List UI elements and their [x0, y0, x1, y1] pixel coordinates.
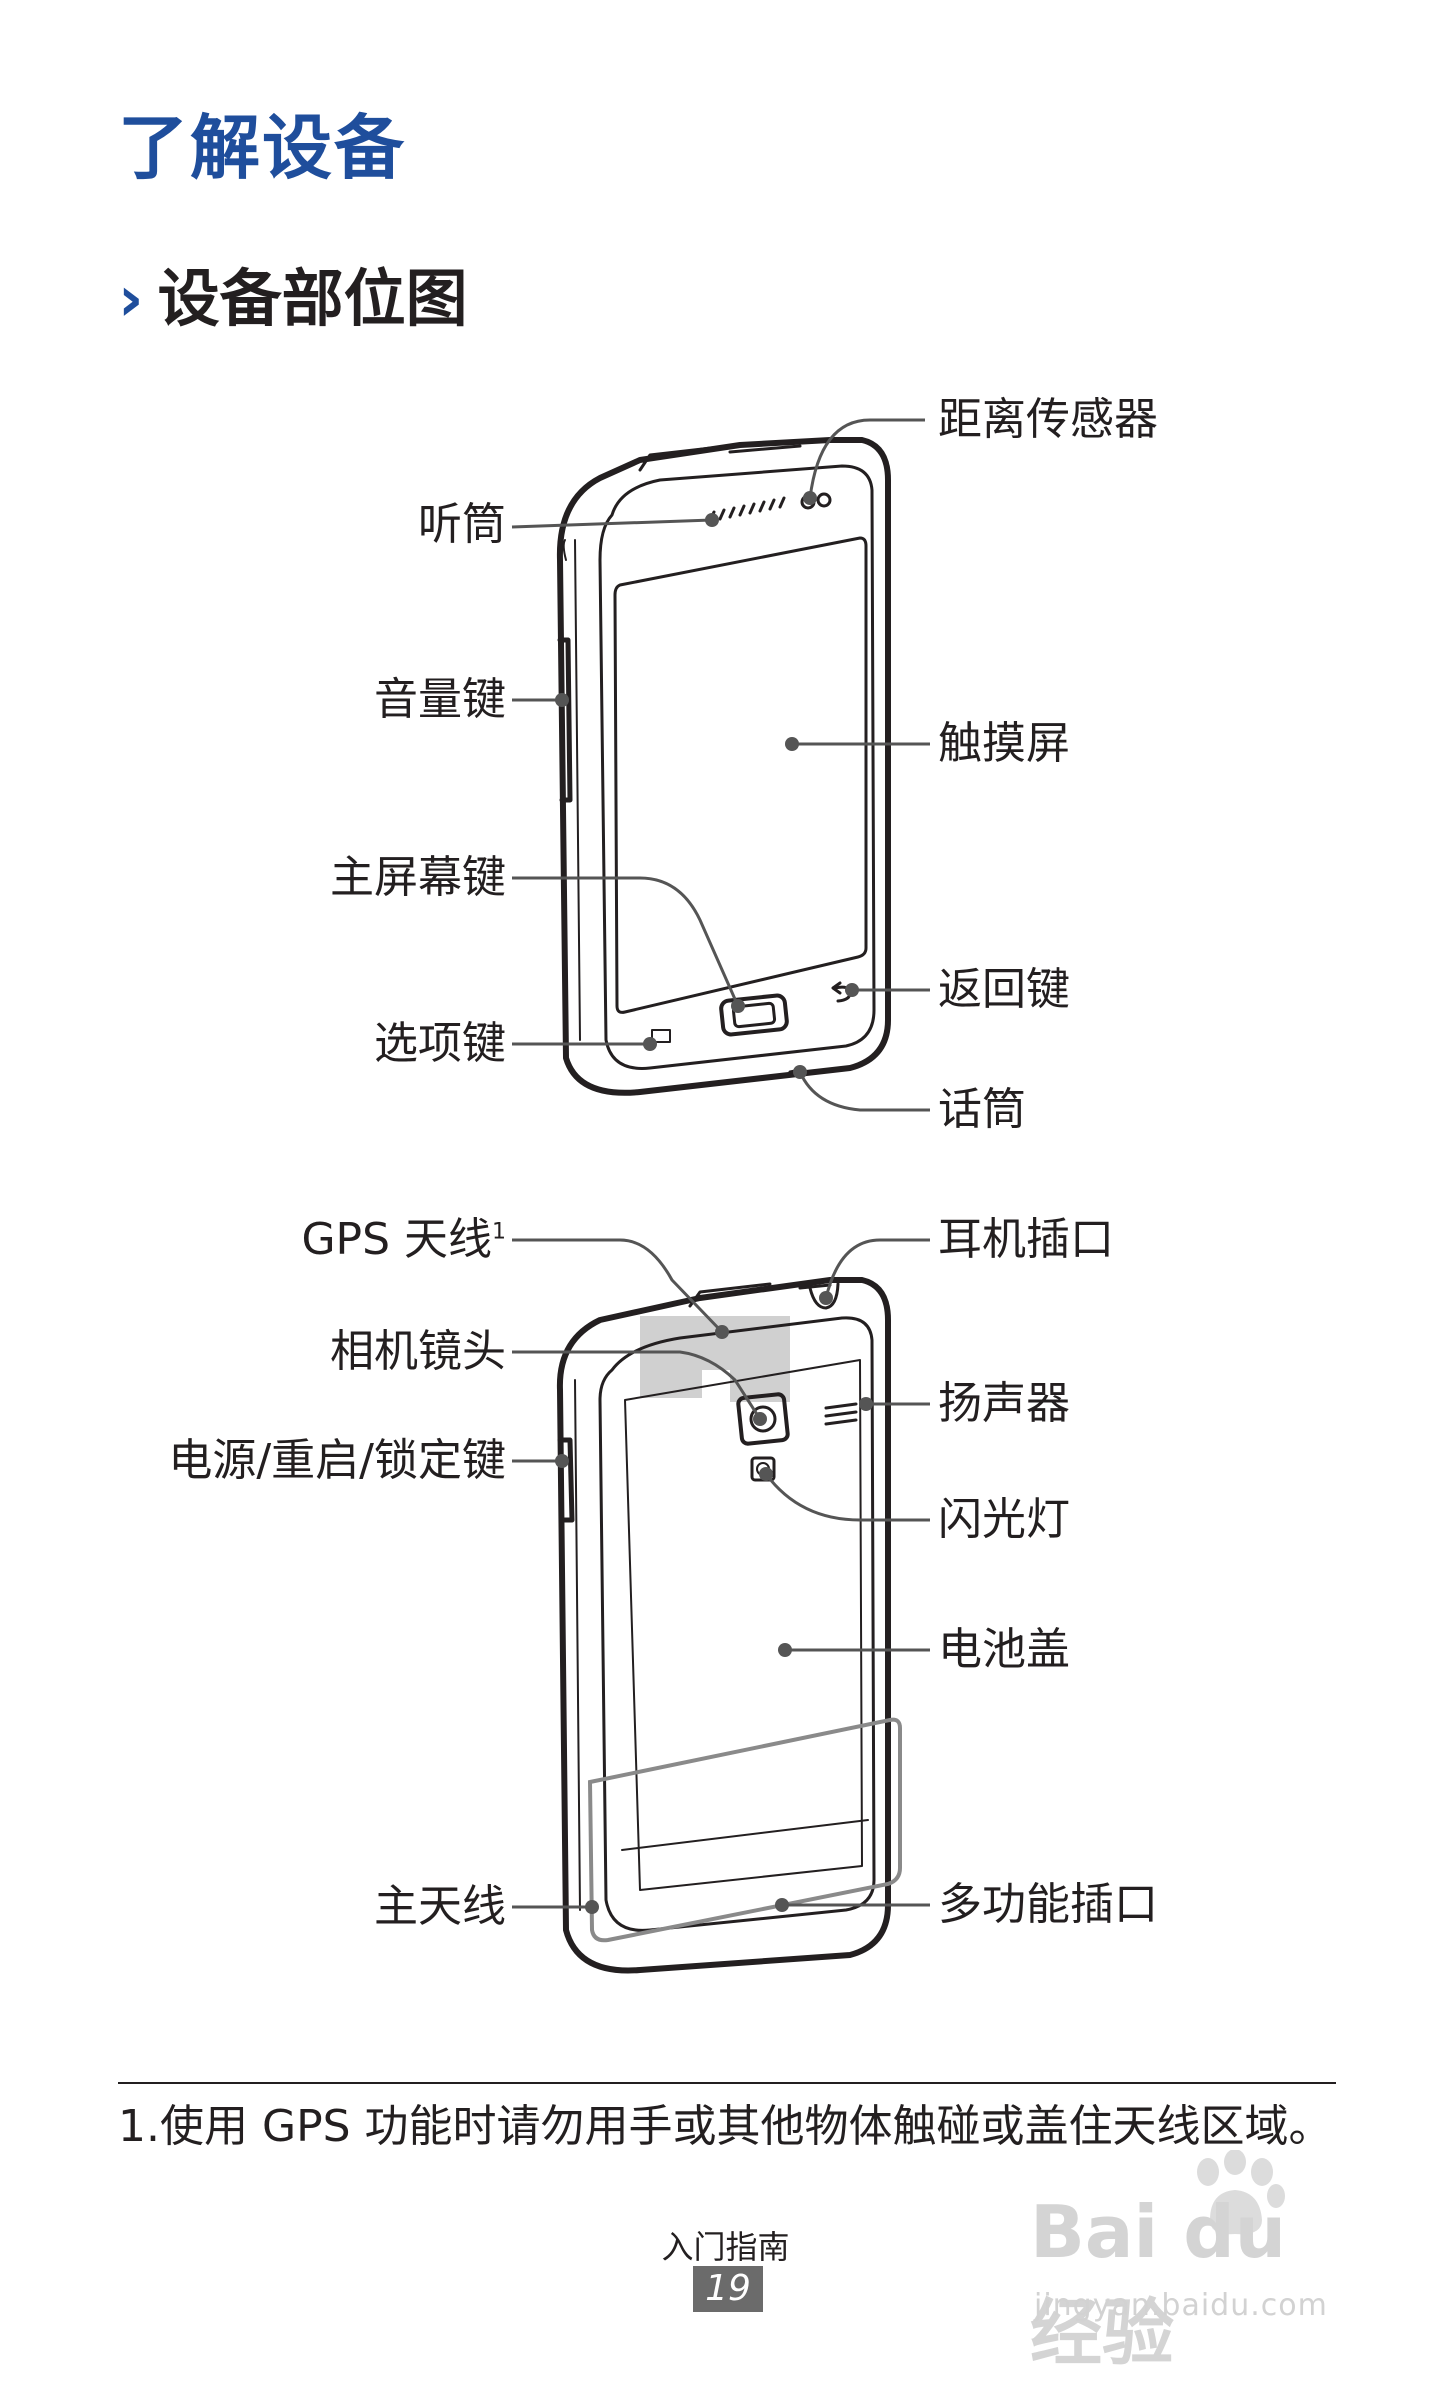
earpiece-grill [708, 496, 786, 523]
front-callout-dots [555, 491, 859, 1079]
label-gps-antenna-text: GPS 天线 [301, 1214, 492, 1265]
label-volume-key: 音量键 [374, 674, 506, 725]
paw-icon [1197, 2150, 1285, 2235]
label-headset-jack: 耳机插口 [938, 1214, 1114, 1265]
label-proximity-sensor: 距离传感器 [938, 394, 1158, 445]
label-flash: 闪光灯 [938, 1494, 1070, 1545]
label-multifunction-jack: 多功能插口 [938, 1879, 1158, 1930]
watermark-url: jingyan.baidu.com [1034, 2288, 1328, 2323]
label-gps-antenna: GPS 天线1 [200, 1218, 506, 1262]
watermark-brand: Bai du 经验 [1030, 2190, 1287, 2375]
label-main-antenna: 主天线 [374, 1881, 506, 1932]
label-speaker: 扬声器 [938, 1378, 1070, 1429]
page-number: 19 [693, 2266, 763, 2312]
label-menu-key: 选项键 [374, 1018, 506, 1069]
label-power-key: 电源/重启/锁定键 [168, 1435, 506, 1486]
label-back-key: 返回键 [938, 964, 1070, 1015]
label-earpiece: 听筒 [418, 499, 506, 550]
front-phone [556, 437, 891, 1096]
footnote-text: 使用 GPS 功能时请勿用手或其他物体触碰或盖住天线区域。 [160, 2101, 1333, 2152]
label-camera-lens: 相机镜头 [330, 1326, 506, 1377]
baidu-watermark: Bai du 经验 jingyan.baidu.com [1030, 2150, 1360, 2375]
footnote-ref: 1 [492, 1219, 506, 1245]
back-phone [640, 1316, 790, 1402]
section-title-text: 设备部位图 [157, 262, 468, 335]
back-callouts [512, 1238, 930, 1909]
section-title: ›设备部位图 [118, 248, 468, 338]
front-callouts [511, 418, 930, 1112]
footer-section-name: 入门指南 [661, 2228, 790, 2266]
chevron-right-icon: › [118, 262, 144, 335]
footnote-divider [118, 2082, 1336, 2084]
label-battery-cover: 电池盖 [938, 1624, 1070, 1675]
label-microphone: 话筒 [938, 1084, 1026, 1135]
page-title: 了解设备 [118, 107, 406, 189]
label-home-key: 主屏幕键 [330, 852, 506, 903]
footnote: 1. 使用 GPS 功能时请勿用手或其他物体触碰或盖住天线区域。 [118, 2098, 1348, 2156]
footnote-number: 1. [118, 2101, 160, 2152]
main-antenna-region [587, 1717, 902, 1943]
label-touch-screen: 触摸屏 [938, 718, 1070, 769]
back-callout-dots [555, 1291, 873, 1914]
